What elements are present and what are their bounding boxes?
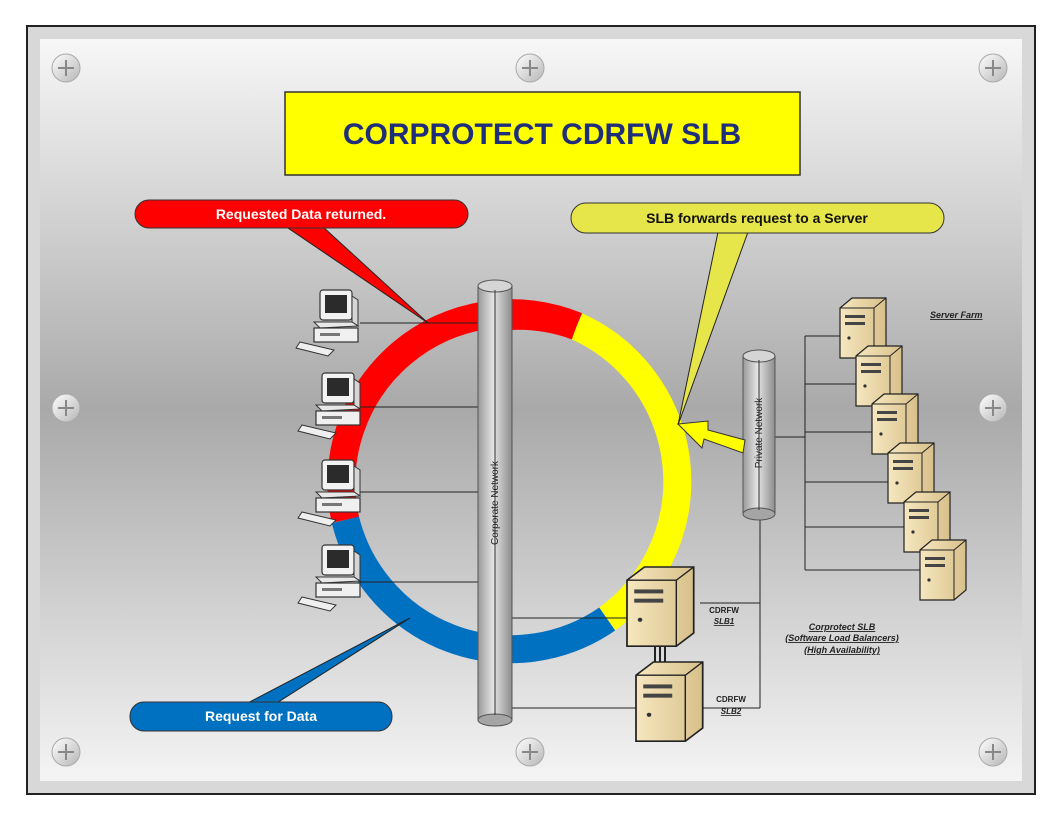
slb1-server-icon <box>626 566 695 648</box>
private-network-pipe <box>742 349 776 521</box>
callout-request-text: Request for Data <box>205 708 317 724</box>
server-icon <box>919 539 967 601</box>
private-network-label: Private Network <box>754 397 765 469</box>
page-title: CORPROTECT CDRFW SLB <box>343 118 741 151</box>
screw-icon <box>51 737 81 767</box>
callout-forwards <box>570 202 945 234</box>
slb1-name: CDRFW <box>709 606 739 615</box>
slb2-server-icon <box>635 661 704 743</box>
slb-caption-line1: Corprotect SLB <box>809 622 876 632</box>
screw-icon <box>51 393 81 423</box>
callout-forwards-text: SLB forwards request to a Server <box>646 210 868 226</box>
slb2-id: SLB2 <box>721 707 742 716</box>
slb1-id: SLB1 <box>714 617 735 626</box>
corporate-network-label: Corporate Network <box>490 460 501 545</box>
ring-blue-segment <box>331 516 616 664</box>
screw-icon <box>978 393 1008 423</box>
screw-icon <box>51 53 81 83</box>
network-connector-lines <box>360 322 922 709</box>
screw-icon <box>515 737 545 767</box>
slb-caption-line3: (High Availability) <box>804 645 880 655</box>
callout-returned-text: Requested Data returned. <box>216 206 386 222</box>
slb-caption-line2: (Software Load Balancers) <box>785 633 899 643</box>
callout-request <box>129 701 393 732</box>
callout-returned <box>134 199 469 229</box>
corporate-network-pipe <box>477 279 513 727</box>
slb2-name: CDRFW <box>716 695 746 704</box>
screw-icon <box>978 737 1008 767</box>
title-box <box>284 91 801 176</box>
forward-arrow-icon <box>676 420 746 454</box>
server-farm-label: Server Farm <box>930 310 983 320</box>
screw-icon <box>978 53 1008 83</box>
screw-icon <box>515 53 545 83</box>
